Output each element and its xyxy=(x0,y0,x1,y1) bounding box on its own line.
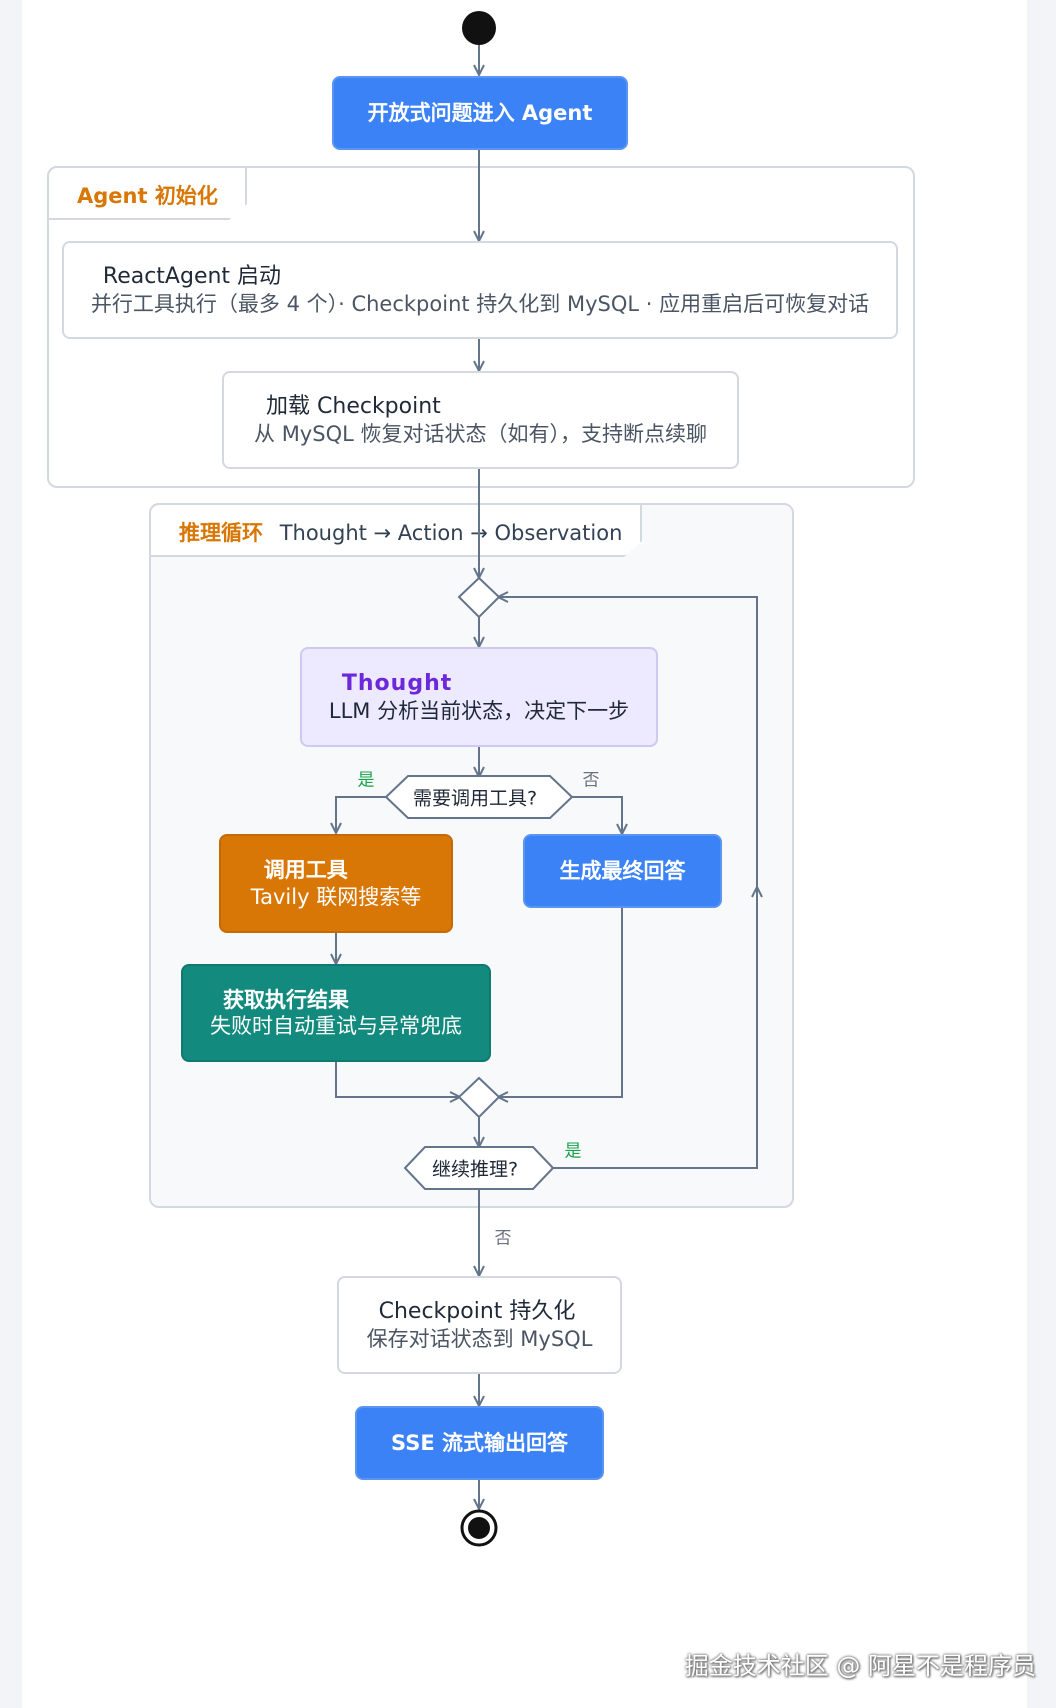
edges-layer xyxy=(22,11,1027,1547)
node-react-agent-start: ReactAgent 启动 并行工具执行（最多 4 个）· Checkpoint… xyxy=(62,241,898,339)
node-call-tool-detail: Tavily 联网搜索等 xyxy=(250,884,422,909)
label-need-tool-yes: 是 xyxy=(357,770,375,791)
node-thought-title: Thought xyxy=(341,671,453,697)
node-entry-label: 开放式问题进入 Agent xyxy=(367,100,593,125)
node-final-answer: 生成最终回答 xyxy=(523,834,722,908)
diagram-canvas: Agent 初始化 推理循环 Thought → Action → Observ… xyxy=(22,0,1027,1708)
node-call-tool: 调用工具 Tavily 联网搜索等 xyxy=(219,834,453,933)
start-node xyxy=(462,11,496,45)
edge-yes-call-tool xyxy=(336,796,386,832)
node-get-result-content: 获取执行结果 失败时自动重试与异常兜底 xyxy=(210,987,462,1040)
node-load-checkpoint-content: 加载 Checkpoint 从 MySQL 恢复对话状态（如有），支持断点续聊 xyxy=(254,393,707,447)
decision-continue-shape xyxy=(403,1146,555,1190)
edge-result-join xyxy=(335,1061,459,1097)
node-get-result-title: 获取执行结果 xyxy=(223,987,349,1012)
node-sse-output: SSE 流式输出回答 xyxy=(355,1406,604,1480)
group-reasoning-loop-tab: 推理循环 Thought → Action → Observation xyxy=(149,503,642,557)
node-checkpoint-persist-detail: 保存对话状态到 MySQL xyxy=(366,1326,593,1351)
node-final-answer-label: 生成最终回答 xyxy=(559,858,686,883)
edge-loop-back xyxy=(499,597,758,888)
merge-diamond-top xyxy=(457,576,501,619)
node-load-checkpoint-title: 加载 Checkpoint xyxy=(266,394,441,420)
node-react-agent-start-content: ReactAgent 启动 并行工具执行（最多 4 个）· Checkpoint… xyxy=(91,263,869,317)
node-get-result-detail: 失败时自动重试与异常兜底 xyxy=(210,1014,462,1038)
node-thought: Thought LLM 分析当前状态，决定下一步 xyxy=(300,647,658,747)
node-load-checkpoint-detail: 从 MySQL 恢复对话状态（如有），支持断点续聊 xyxy=(254,421,707,446)
node-react-agent-start-detail: 并行工具执行（最多 4 个）· Checkpoint 持久化到 MySQL · … xyxy=(90,291,870,316)
watermark: 掘金技术社区 @ 阿星不是程序员 xyxy=(684,1652,1036,1680)
node-call-tool-title: 调用工具 xyxy=(263,858,348,883)
edge-final-join xyxy=(499,907,623,1097)
node-thought-detail: LLM 分析当前状态，决定下一步 xyxy=(328,698,630,723)
label-need-tool-no: 否 xyxy=(582,770,600,791)
edge-lines xyxy=(336,44,757,1508)
node-thought-content: Thought LLM 分析当前状态，决定下一步 xyxy=(329,670,629,724)
group-agent-init-tab: Agent 初始化 xyxy=(47,166,247,220)
label-continue-no: 否 xyxy=(494,1228,512,1249)
node-call-tool-content: 调用工具 Tavily 联网搜索等 xyxy=(251,857,421,910)
node-checkpoint-persist-content: Checkpoint 持久化 保存对话状态到 MySQL xyxy=(367,1298,593,1352)
node-sse-output-label: SSE 流式输出回答 xyxy=(391,1430,568,1455)
group-reasoning-loop-title: 推理循环 xyxy=(179,521,263,545)
node-checkpoint-persist-title: Checkpoint 持久化 xyxy=(378,1299,576,1325)
decision-need-tool-label: 需要调用工具? xyxy=(412,787,538,810)
group-agent-init-title: Agent 初始化 xyxy=(77,184,218,208)
label-continue-yes: 是 xyxy=(564,1141,582,1162)
node-react-agent-start-title: ReactAgent 启动 xyxy=(102,264,282,290)
merge-diamond-bottom xyxy=(457,1076,501,1119)
node-entry: 开放式问题进入 Agent xyxy=(332,76,628,150)
decision-need-tool-shape xyxy=(384,775,574,819)
end-node-dot xyxy=(468,1517,490,1539)
node-load-checkpoint: 加载 Checkpoint 从 MySQL 恢复对话状态（如有），支持断点续聊 xyxy=(222,371,739,469)
edge-continue-loop xyxy=(553,888,757,1169)
edge-no-final xyxy=(572,796,622,833)
group-reasoning-loop-subtitle: Thought → Action → Observation xyxy=(279,521,623,545)
node-get-result: 获取执行结果 失败时自动重试与异常兜底 xyxy=(181,964,491,1062)
decision-continue-label: 继续推理? xyxy=(431,1158,519,1181)
node-checkpoint-persist: Checkpoint 持久化 保存对话状态到 MySQL xyxy=(337,1276,622,1374)
